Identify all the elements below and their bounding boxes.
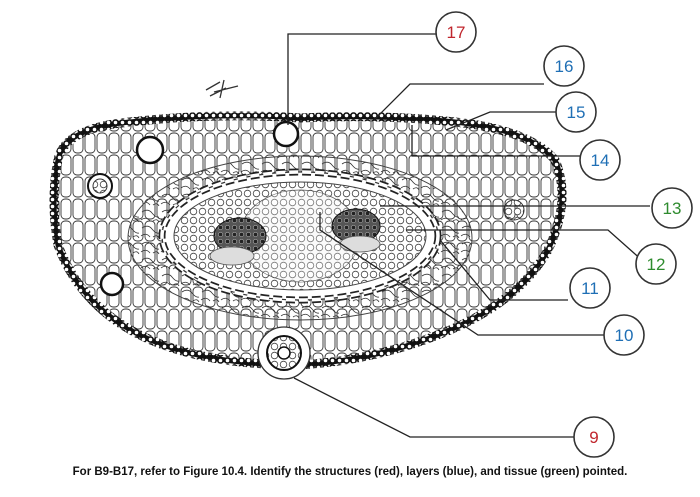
label-10: 10 xyxy=(603,314,645,356)
label-13-text: 13 xyxy=(663,199,682,218)
leader-lines xyxy=(287,33,650,438)
vascular-bundle-right xyxy=(331,208,381,253)
figure-caption: For B9-B17, refer to Figure 10.4. Identi… xyxy=(72,466,628,478)
scribble-mark xyxy=(205,79,239,99)
leader-16 xyxy=(373,83,544,121)
label-15: 15 xyxy=(555,91,597,133)
leader-10 xyxy=(319,212,604,336)
label-16-text: 16 xyxy=(555,57,574,76)
label-15-text: 15 xyxy=(567,103,586,122)
label-11: 11 xyxy=(569,267,611,309)
label-16: 16 xyxy=(543,45,585,87)
leader-11 xyxy=(439,239,568,301)
secretory-cavity xyxy=(257,326,311,380)
label-17: 17 xyxy=(435,11,477,53)
label-13: 13 xyxy=(651,187,693,229)
leader-14 xyxy=(411,125,580,157)
label-12: 12 xyxy=(635,243,677,285)
label-12-text: 12 xyxy=(647,255,666,274)
leader-17 xyxy=(287,33,436,125)
label-9: 9 xyxy=(573,416,615,458)
label-10-text: 10 xyxy=(615,326,634,345)
leader-15 xyxy=(445,111,556,131)
minor-bundles xyxy=(87,120,525,297)
vascular-bundle-left xyxy=(209,217,267,266)
label-14-text: 14 xyxy=(591,151,610,170)
leader-12 xyxy=(406,229,645,263)
leader-9 xyxy=(293,377,576,438)
label-11-text: 11 xyxy=(581,279,599,298)
label-14: 14 xyxy=(579,139,621,181)
label-17-text: 17 xyxy=(447,23,466,42)
label-9-text: 9 xyxy=(589,428,598,447)
